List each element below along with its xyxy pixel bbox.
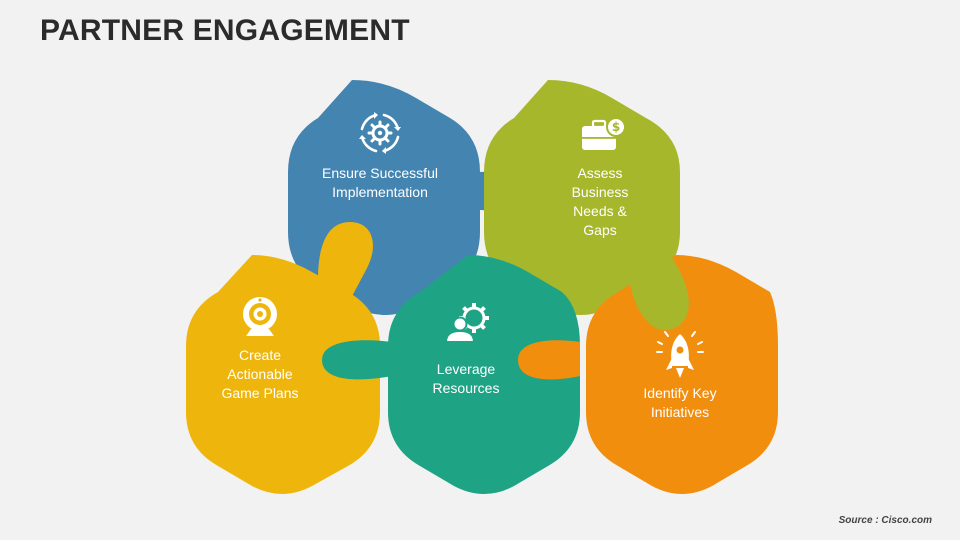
page-title: PARTNER ENGAGEMENT — [40, 14, 410, 47]
gear-cycle-icon — [359, 112, 401, 154]
briefcase-dollar-icon: $ — [582, 117, 626, 150]
label-assess-business-needs-gaps: Assess Business Needs & Gaps — [571, 165, 629, 238]
webcam-icon — [243, 297, 277, 336]
rocket-icon — [656, 331, 704, 378]
piece-orange — [586, 255, 778, 494]
label-ensure-successful-implementation: Ensure Successful Implementation — [322, 165, 438, 200]
piece-yellow — [186, 222, 380, 494]
piece-teal — [322, 255, 580, 494]
source-citation: Source : Cisco.com — [838, 515, 932, 526]
label-create-actionable-game-plans: Create Actionable Game Plans — [221, 347, 299, 401]
svg-text:$: $ — [612, 120, 620, 134]
label-leverage-resources: Leverage Resources — [432, 361, 500, 396]
label-identify-key-initiatives: Identify Key Initiatives — [643, 385, 717, 420]
person-gear-icon — [444, 303, 489, 343]
